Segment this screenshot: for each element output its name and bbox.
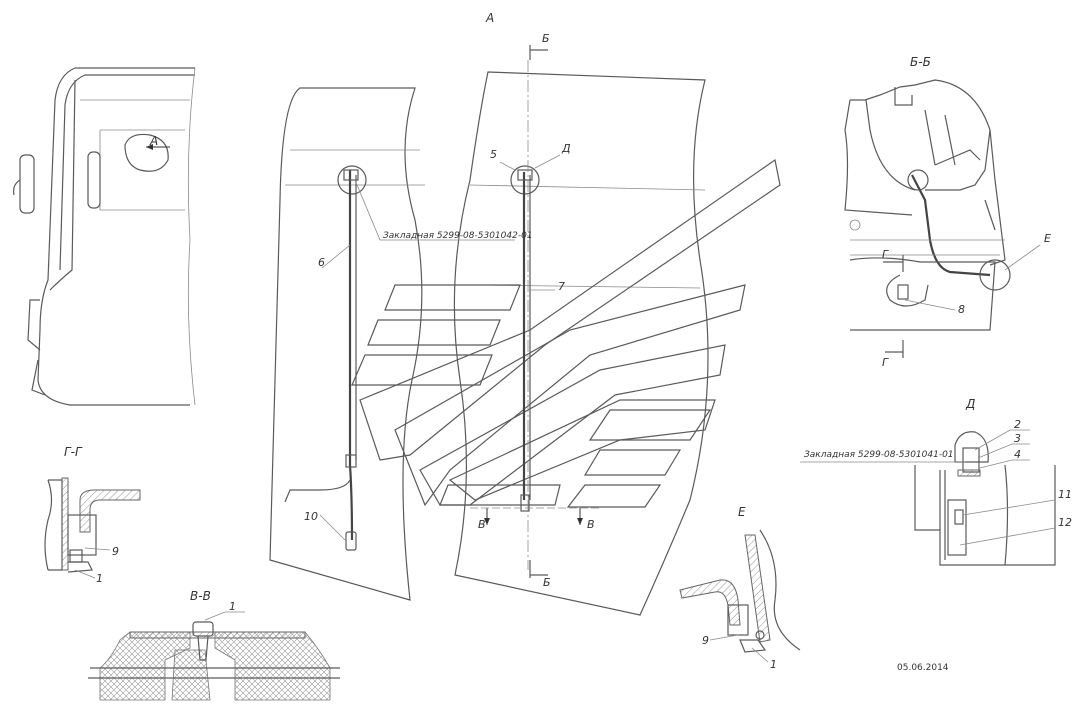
view-d-detail: Д Закладная 5299-08-5301041-01 2 3 4 11 … [800, 397, 1072, 566]
view-e-title: Е [738, 505, 746, 519]
callout-8: 8 [958, 303, 965, 316]
callout-11: 11 [1058, 488, 1072, 501]
section-v-right-mark: В [587, 518, 595, 531]
embed-note-2: Закладная 5299-08-5301041-01 [804, 450, 954, 460]
callout-1-vv: 1 [229, 600, 236, 613]
view-e-mark: Е [1044, 232, 1051, 245]
view-a-title: А [485, 11, 494, 25]
embed-note-1: Закладная 5299-08-5301042-01 [383, 231, 533, 241]
callout-9-gg: 9 [112, 545, 119, 558]
view-d-title: Д [965, 397, 975, 411]
cab-side-view: А [13, 67, 196, 406]
section-b-top-mark: Б [542, 32, 550, 45]
callout-5: 5 [490, 148, 497, 161]
callout-2: 2 [1014, 418, 1021, 431]
view-e-detail: Е 9 1 [679, 505, 801, 671]
callout-3: 3 [1014, 432, 1021, 445]
drawing-date: 05.06.2014 [897, 663, 949, 673]
callout-1-e: 1 [770, 658, 777, 671]
view-a-main: А Б Б [269, 11, 781, 616]
callout-6: 6 [318, 256, 325, 269]
section-bb: Б-Б 8 Е Г Г [844, 55, 1051, 369]
callout-1-gg: 1 [96, 572, 103, 585]
view-d-mark: Д [561, 142, 571, 155]
callout-9-e: 9 [702, 634, 709, 647]
section-vv: В-В 1 [88, 589, 340, 701]
callout-10: 10 [304, 510, 318, 523]
callout-12: 12 [1058, 516, 1072, 529]
view-a-mark: А [149, 134, 158, 148]
section-g-top-mark: Г [882, 248, 889, 261]
section-bb-title: Б-Б [910, 55, 931, 69]
section-g-bottom-mark: Г [882, 356, 889, 369]
section-v-left-mark: В [478, 518, 486, 531]
section-vv-title: В-В [190, 589, 211, 603]
callout-4: 4 [1014, 448, 1021, 461]
section-b-bottom-mark: Б [543, 576, 551, 589]
callout-7: 7 [558, 280, 565, 293]
section-gg-title: Г-Г [64, 445, 83, 459]
section-gg: Г-Г 9 1 [44, 445, 141, 585]
